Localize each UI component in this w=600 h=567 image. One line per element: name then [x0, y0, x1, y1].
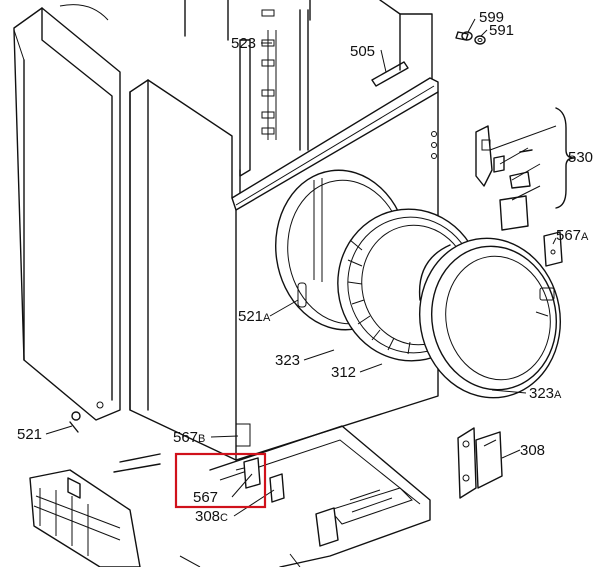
callout-567: 567	[193, 489, 218, 506]
callout-505: 505	[350, 43, 375, 60]
base-plinth	[29, 425, 431, 567]
door-hinge	[457, 427, 503, 499]
callout-308c: 308C	[195, 508, 228, 525]
leader-lines	[45, 18, 557, 517]
callout-labels: 599 591 523 505 530 567A 521A 323 312 32…	[17, 9, 593, 525]
front-cabinet-panel	[129, 77, 439, 461]
callout-567b: 567B	[173, 429, 205, 446]
callout-308: 308	[520, 442, 545, 459]
callout-591: 591	[489, 22, 514, 39]
callout-521: 521	[17, 426, 42, 443]
callout-523: 523	[231, 35, 256, 52]
screw-and-washer	[455, 31, 486, 45]
door-assembly	[418, 237, 562, 399]
left-side-panel	[13, 4, 121, 421]
callout-323a: 323A	[529, 385, 562, 402]
door-catch-parts	[475, 107, 575, 231]
callout-530: 530	[568, 149, 593, 166]
callout-323: 323	[275, 352, 300, 369]
callout-312: 312	[331, 364, 356, 381]
callout-599: 599	[479, 9, 504, 26]
callout-521a: 521A	[238, 308, 271, 325]
screw-521	[69, 411, 81, 433]
bracket-567	[235, 457, 261, 489]
highlight-box	[174, 452, 267, 509]
small-retaining-part	[543, 231, 563, 267]
callout-567a: 567A	[556, 227, 589, 244]
